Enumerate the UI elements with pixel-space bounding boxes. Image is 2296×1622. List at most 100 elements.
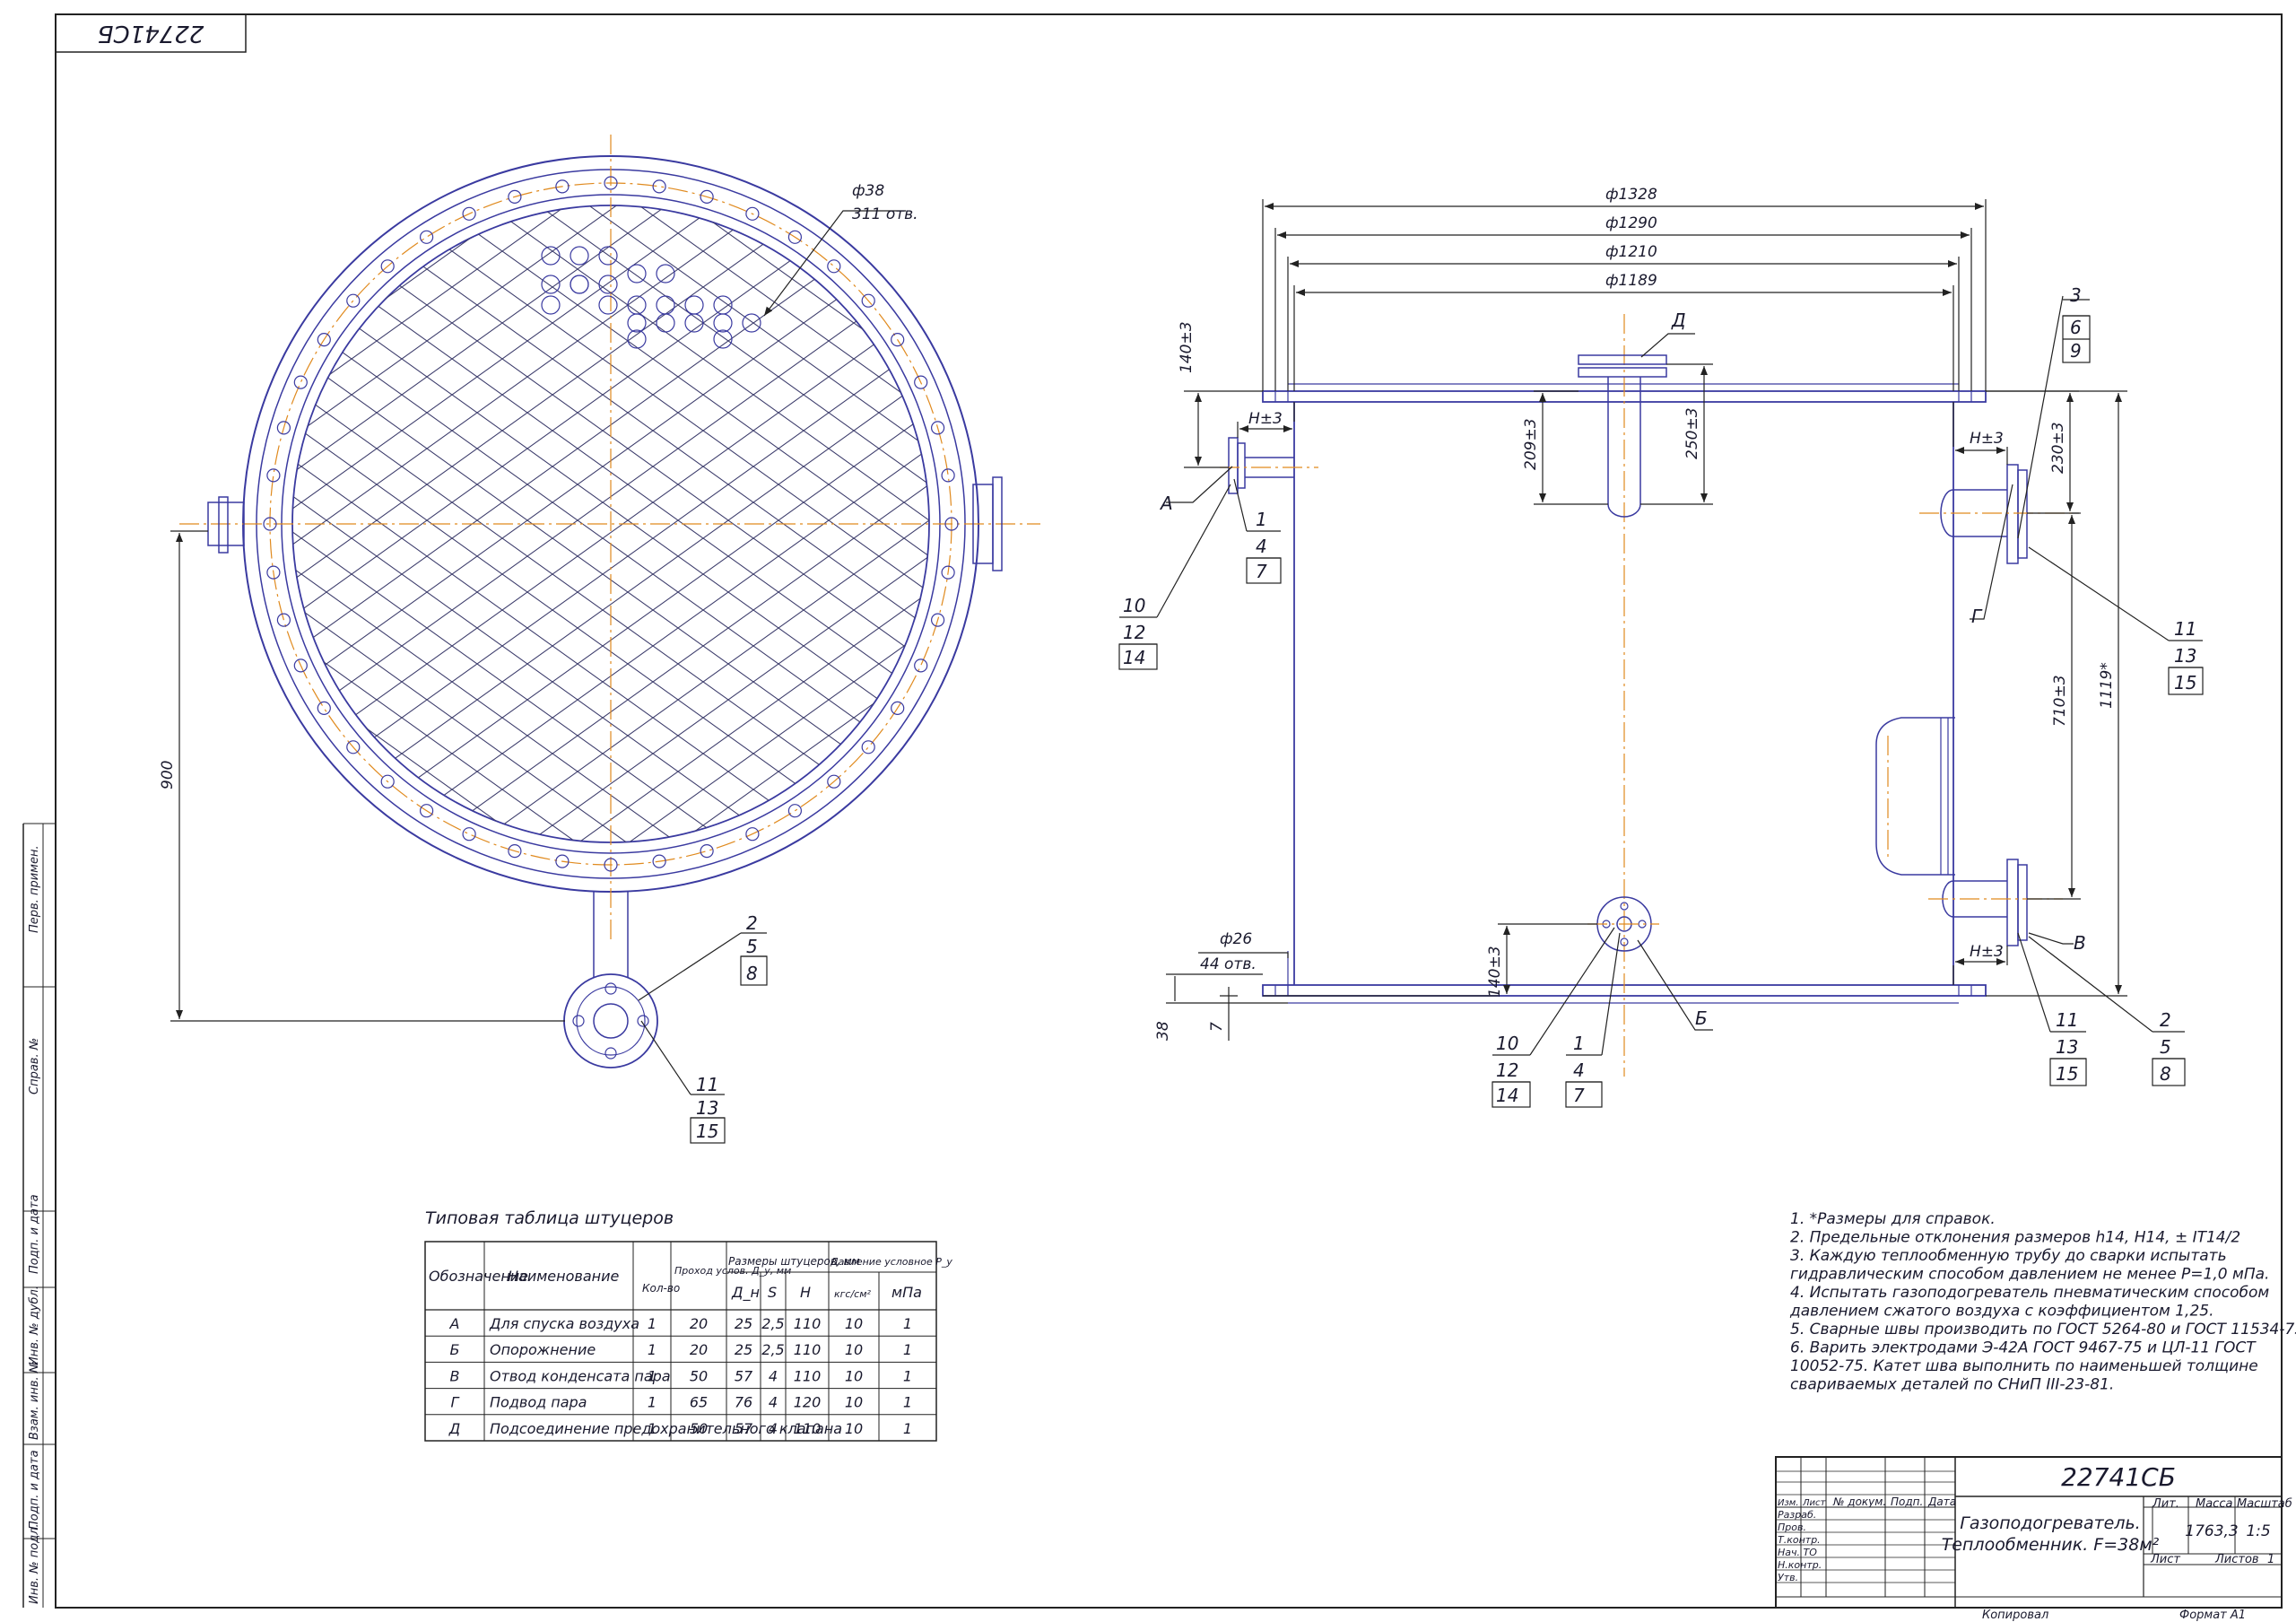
stamp-col-sign: Подп.	[1891, 1496, 1923, 1508]
dim-250: 250±3	[1683, 407, 1701, 459]
stamp-row-utv: Утв.	[1778, 1572, 1798, 1583]
svg-text:7: 7	[1573, 1085, 1585, 1106]
bolt-hole	[652, 179, 666, 194]
table-cell: 50	[690, 1420, 708, 1437]
stamp-row-nkontr: Н.контр.	[1778, 1559, 1822, 1571]
th-h: H	[800, 1284, 811, 1301]
svg-text:7: 7	[1256, 561, 1267, 582]
title-line-2: Теплообменник. F=38м²	[1942, 1535, 2160, 1555]
dim-140-bot: 140±3	[1486, 946, 1504, 998]
bolt-hole	[420, 804, 434, 818]
stamp-col-list: Лист	[1802, 1498, 1827, 1508]
side-label-5: Взам. инв. №	[28, 1361, 41, 1440]
table-cell: В	[450, 1367, 460, 1384]
table-cell: 25	[735, 1341, 752, 1358]
bolt-hole	[604, 858, 618, 872]
bolt-hole	[508, 843, 522, 859]
note-line: 1. *Размеры для справок.	[1790, 1210, 1996, 1228]
dim-d1290: ф1290	[1605, 214, 1657, 232]
hole-count: 311 отв.	[852, 205, 918, 223]
table-cell: 1	[903, 1367, 912, 1384]
table-cell: 110	[794, 1367, 822, 1384]
table-cell: Г	[451, 1394, 460, 1411]
table-cell: 1	[903, 1420, 912, 1437]
dim-d1189: ф1189	[1605, 272, 1657, 290]
table-cell: 10	[845, 1315, 863, 1332]
table-cell: 1	[648, 1367, 657, 1384]
bolt-hole	[930, 613, 945, 627]
bolt-hole	[861, 740, 875, 754]
scale-value: 1:5	[2246, 1522, 2270, 1540]
note-line: гидравлическим способом давлением не мен…	[1790, 1266, 2269, 1284]
note-line: 4. Испытать газоподогреватель пневматиче…	[1790, 1284, 2269, 1302]
side-label-6: Подп. и дата	[28, 1450, 41, 1530]
copied-label: Копировал	[1982, 1609, 2048, 1622]
svg-text:8: 8	[746, 963, 758, 984]
svg-text:13: 13	[696, 1097, 718, 1119]
bolt-hole	[266, 565, 281, 580]
th-sizes: Размеры штуцеров, мм	[728, 1255, 860, 1268]
bolt-holes	[263, 176, 959, 872]
bolt-diameter: ф26	[1220, 930, 1252, 948]
side-label-4: Инв. № дубл.	[28, 1286, 41, 1365]
table-cell: Подвод пара	[490, 1394, 587, 1411]
bolt-hole	[745, 206, 760, 221]
table-cell: 20	[690, 1315, 708, 1332]
dim-d1210: ф1210	[1605, 243, 1657, 261]
callout-10-12-14-top: 10 12 14	[1118, 595, 1158, 670]
svg-text:12: 12	[1123, 622, 1145, 643]
bolt-hole	[555, 179, 570, 194]
svg-text:11: 11	[2056, 1009, 2078, 1031]
table-cell: 57	[735, 1420, 753, 1437]
title-block: Изм. Лист № докум. Подп. Дата Разраб. Пр…	[1775, 1456, 2292, 1622]
bolt-hole	[276, 613, 291, 627]
svg-text:3: 3	[2070, 284, 2082, 306]
bolt-hole	[266, 468, 281, 483]
svg-text:2: 2	[2160, 1009, 2171, 1031]
bolt-hole	[861, 293, 875, 308]
table-cell: Д	[448, 1420, 461, 1437]
top-code-box	[55, 13, 247, 53]
bolt-hole	[293, 658, 308, 673]
callout-11-13-15-bottom: 11 13 15	[2049, 1009, 2087, 1086]
dim-d1328: ф1328	[1605, 186, 1657, 204]
stamp-col-izm: Изм.	[1778, 1498, 1799, 1508]
th-pass: Проход услов. Д_у, мм	[674, 1265, 791, 1277]
table-cell: 110	[794, 1341, 822, 1358]
svg-text:15: 15	[2174, 672, 2196, 693]
table-cell: Подсоединение предохранительного клапана	[490, 1420, 842, 1437]
table-cell: Опорожнение	[490, 1341, 596, 1358]
top-code: 22741СБ	[98, 20, 204, 47]
dim-1119: 1119*	[2098, 662, 2116, 709]
table-cell: 50	[690, 1367, 708, 1384]
hole-diameter: ф38	[852, 182, 884, 200]
svg-text:15: 15	[696, 1121, 718, 1142]
table-cell: 25	[735, 1315, 752, 1332]
stamp-row-prov: Пров.	[1778, 1522, 1806, 1533]
dim-710: 710±3	[2051, 675, 2069, 727]
end-view: 900 ф38 311 отв. 2 5 8 11 13 15	[159, 135, 1040, 1144]
svg-text:10: 10	[1496, 1033, 1518, 1054]
svg-text:12: 12	[1496, 1060, 1518, 1081]
label-d: Д	[1671, 310, 1686, 331]
stamp-row-razrab: Разраб.	[1778, 1509, 1816, 1521]
callout-3-6-9: 3 6 9	[2062, 284, 2091, 363]
table-cell: 10	[845, 1341, 863, 1358]
scale-header: Масштаб	[2237, 1497, 2292, 1511]
bolt-hole	[317, 701, 331, 716]
bolt-hole	[317, 333, 331, 347]
svg-text:13: 13	[2174, 645, 2196, 667]
table-cell: 4	[769, 1420, 778, 1437]
table-cell: 1	[648, 1394, 657, 1411]
svg-text:10: 10	[1123, 595, 1145, 616]
bolt-hole	[462, 206, 476, 221]
table-cell: 65	[690, 1394, 708, 1411]
table-cell: 2,5	[761, 1315, 784, 1332]
table-cell: 110	[794, 1420, 822, 1437]
bolt-hole	[891, 333, 905, 347]
dim-140-top: 140±3	[1178, 321, 1196, 373]
label-b: Б	[1695, 1007, 1708, 1029]
format-label: Формат A1	[2179, 1609, 2246, 1622]
svg-text:14: 14	[1496, 1085, 1518, 1106]
